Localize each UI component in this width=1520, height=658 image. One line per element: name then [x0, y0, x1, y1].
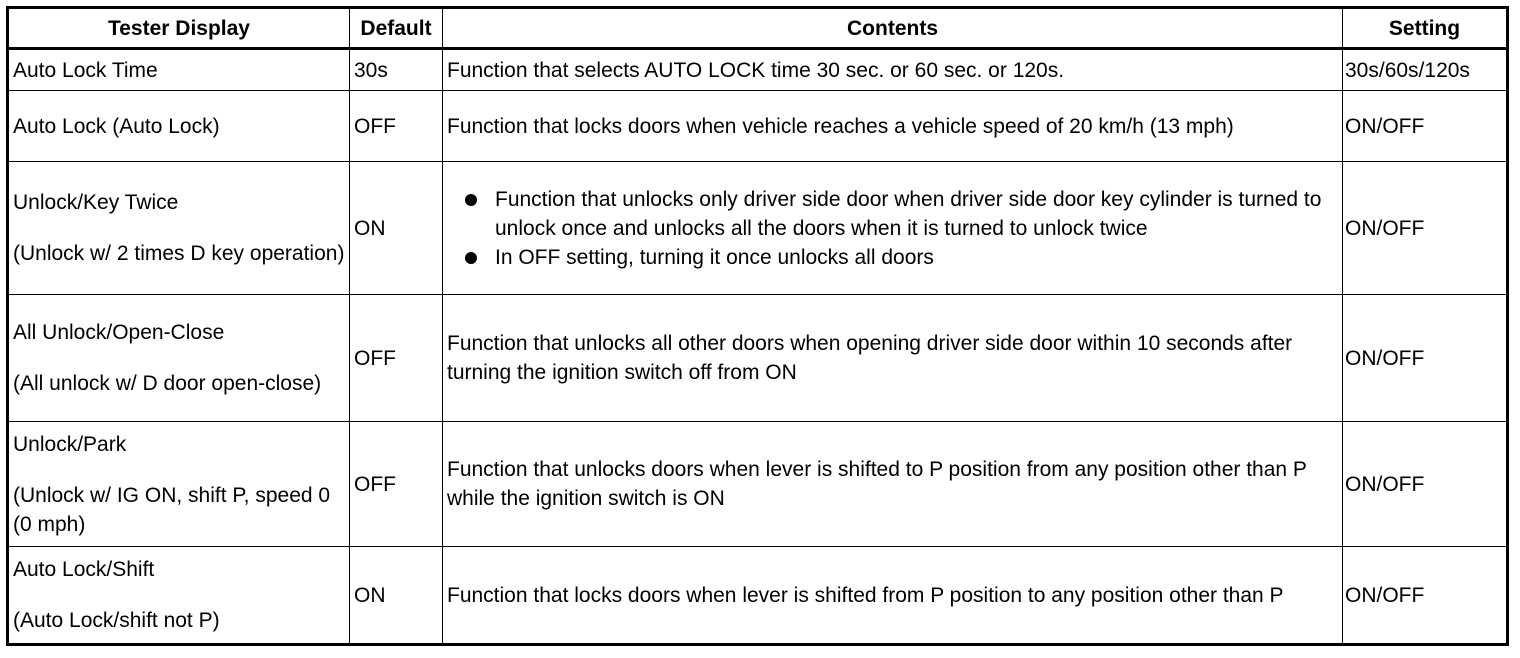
table-row: Unlock/Park (Unlock w/ IG ON, shift P, s…: [7, 421, 1508, 547]
contents-cell: Function that locks doors when vehicle r…: [442, 90, 1343, 162]
contents-cell: Function that selects AUTO LOCK time 30 …: [442, 48, 1343, 91]
default-cell: ON: [349, 161, 443, 295]
setting-cell: ON/OFF: [1342, 546, 1508, 645]
default-cell: ON: [349, 546, 443, 645]
tester-display-name: Auto Lock (Auto Lock): [13, 114, 220, 138]
setting-cell: 30s/60s/120s: [1342, 48, 1508, 91]
table-row: Unlock/Key Twice (Unlock w/ 2 times D ke…: [7, 161, 1508, 295]
bullet-dot-icon: [465, 251, 477, 264]
table-row: Auto Lock (Auto Lock) OFF Function that …: [7, 90, 1508, 162]
setting-cell: ON/OFF: [1342, 161, 1508, 295]
bullet-text: In OFF setting, turning it once unlocks …: [495, 245, 934, 269]
tester-display-name: Unlock/Key Twice: [13, 191, 179, 214]
table-row: Auto Lock Time 30s Function that selects…: [7, 48, 1508, 91]
document-sheet: Tester Display Default Contents Setting …: [6, 6, 1509, 646]
default-cell: OFF: [349, 294, 443, 422]
list-item: Function that unlocks only driver side d…: [465, 185, 1338, 243]
header-default: Default: [349, 7, 443, 50]
setting-cell: ON/OFF: [1342, 294, 1508, 422]
table-row: Auto Lock/Shift (Auto Lock/shift not P) …: [7, 546, 1508, 645]
tester-display-cell: Auto Lock/Shift (Auto Lock/shift not P): [7, 546, 350, 645]
table-row: All Unlock/Open-Close (All unlock w/ D d…: [7, 294, 1508, 422]
tester-display-cell: Auto Lock (Auto Lock): [7, 90, 350, 162]
customize-function-table: Tester Display Default Contents Setting …: [6, 6, 1509, 646]
tester-display-name: Unlock/Park: [13, 432, 127, 456]
contents-cell: Function that unlocks all other doors wh…: [442, 294, 1343, 422]
setting-cell: ON/OFF: [1342, 90, 1508, 162]
table-header-row: Tester Display Default Contents Setting: [7, 7, 1508, 50]
tester-display-name: Auto Lock Time: [13, 58, 158, 82]
list-item: In OFF setting, turning it once unlocks …: [465, 243, 1338, 272]
tester-display-cell: Unlock/Key Twice (Unlock w/ 2 times D ke…: [7, 161, 350, 295]
contents-bullet-list: Function that unlocks only driver side d…: [447, 185, 1338, 272]
tester-display-subtitle: (Unlock w/ IG ON, shift P, speed 0 (0 mp…: [13, 483, 331, 536]
contents-cell: Function that unlocks doors when lever i…: [442, 421, 1343, 547]
header-setting: Setting: [1342, 7, 1508, 50]
tester-display-name: Auto Lock/Shift: [13, 558, 155, 581]
tester-display-name: All Unlock/Open-Close: [13, 321, 225, 344]
tester-display-cell: Unlock/Park (Unlock w/ IG ON, shift P, s…: [7, 421, 350, 547]
bullet-dot-icon: [465, 193, 477, 206]
header-contents: Contents: [442, 7, 1343, 50]
tester-display-subtitle: (Unlock w/ 2 times D key operation): [13, 242, 345, 265]
bullet-text: Function that unlocks only driver side d…: [495, 187, 1322, 240]
setting-cell: ON/OFF: [1342, 421, 1508, 547]
contents-cell: Function that locks doors when lever is …: [442, 546, 1343, 645]
tester-display-cell: Auto Lock Time: [7, 48, 350, 91]
default-cell: OFF: [349, 90, 443, 162]
contents-cell: Function that unlocks only driver side d…: [442, 161, 1343, 295]
header-tester-display: Tester Display: [7, 7, 350, 50]
default-cell: 30s: [349, 48, 443, 91]
tester-display-subtitle: (Auto Lock/shift not P): [13, 609, 220, 632]
default-cell: OFF: [349, 421, 443, 547]
tester-display-cell: All Unlock/Open-Close (All unlock w/ D d…: [7, 294, 350, 422]
tester-display-subtitle: (All unlock w/ D door open-close): [13, 372, 322, 395]
